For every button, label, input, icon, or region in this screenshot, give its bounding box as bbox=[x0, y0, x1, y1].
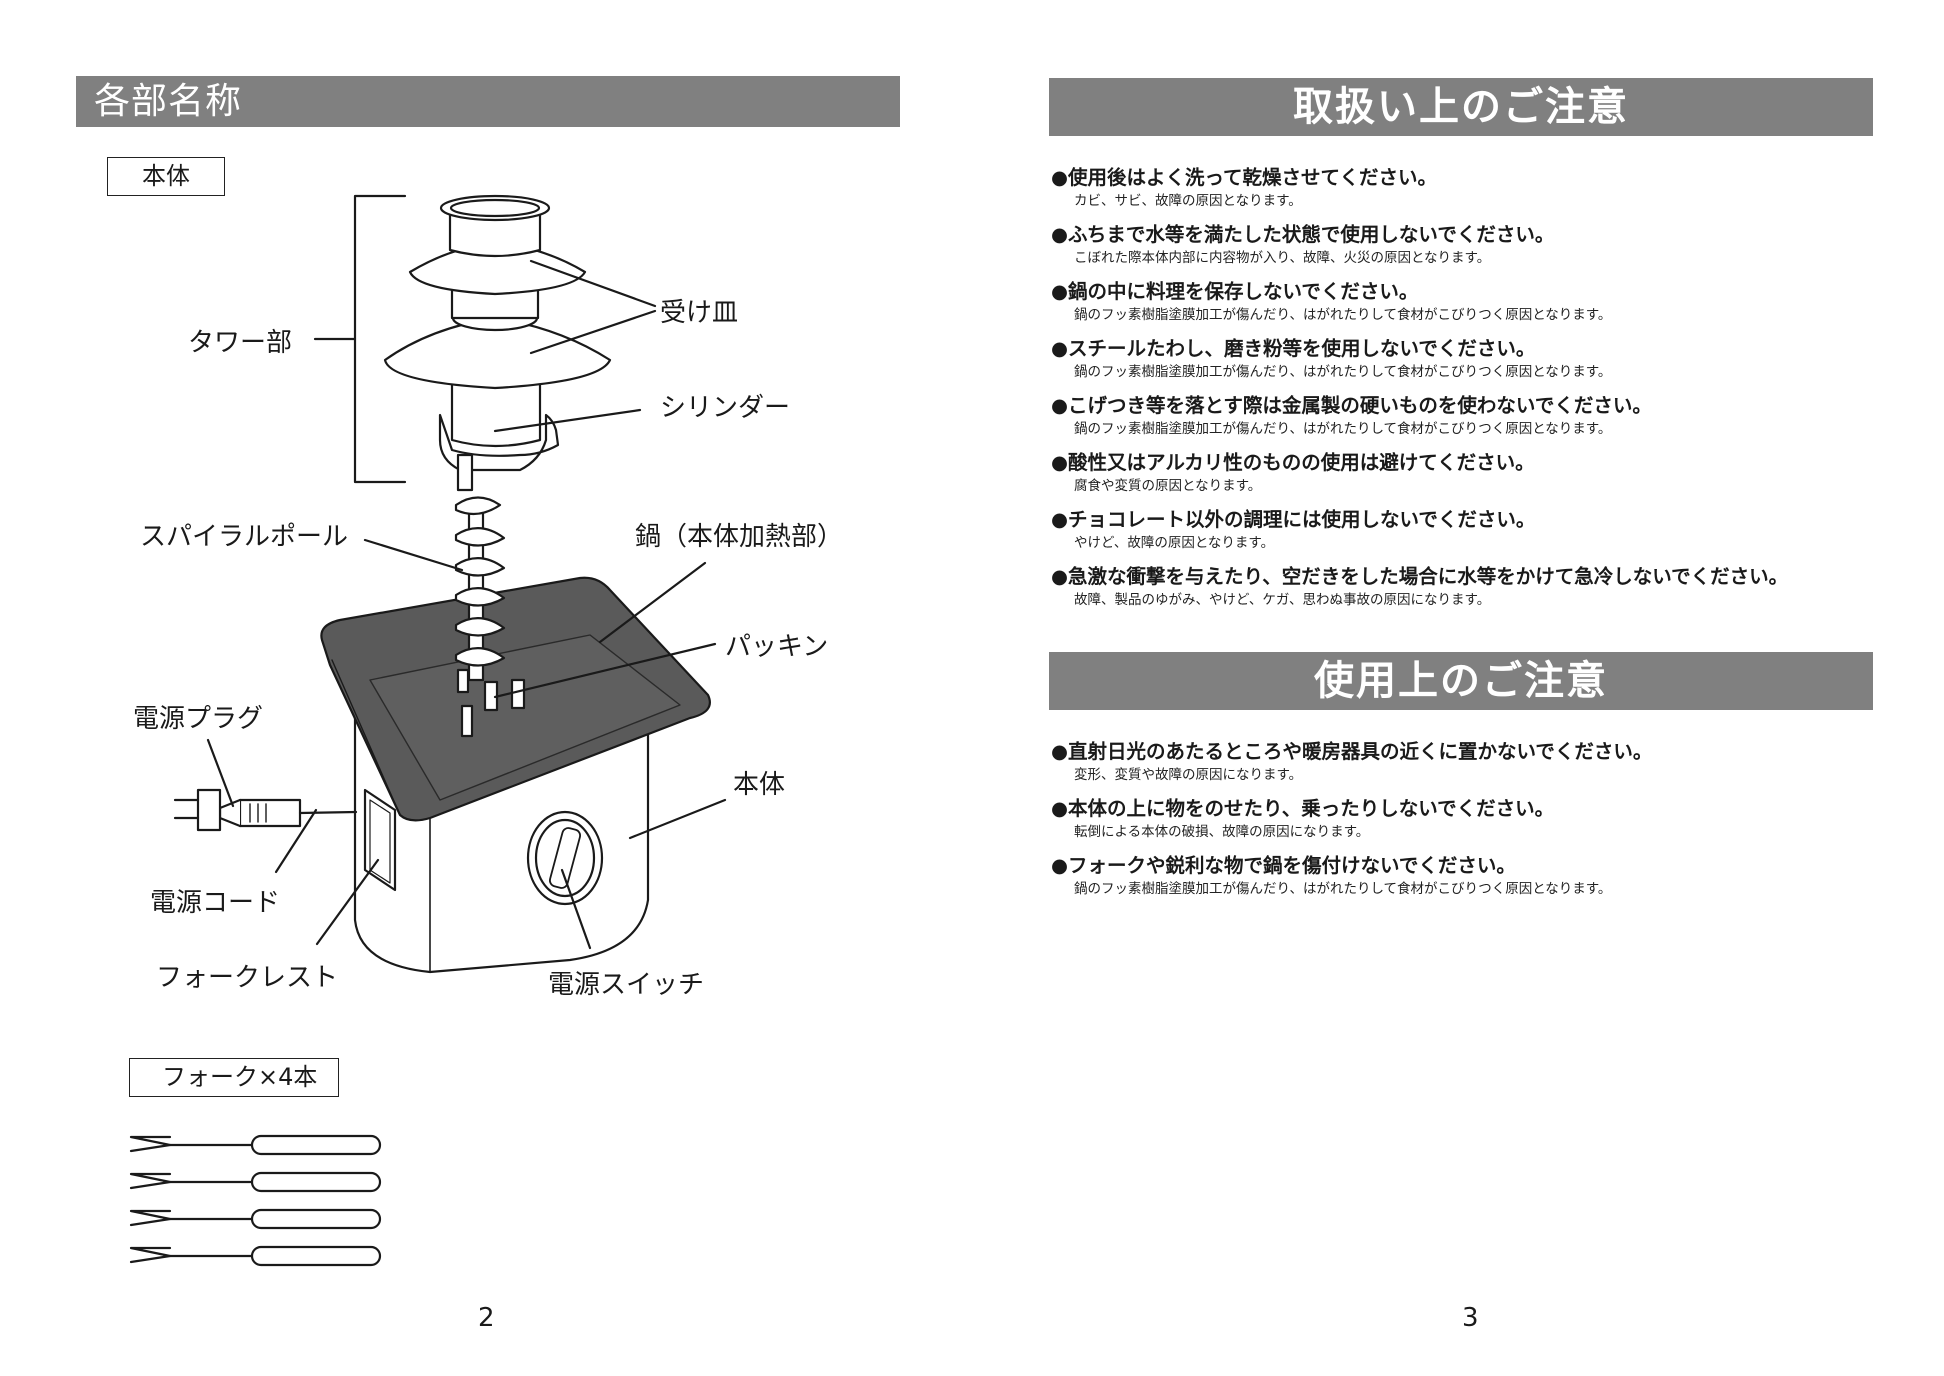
body-box-label: 本体 bbox=[107, 157, 225, 196]
note-sub: 鍋のフッ素樹脂塗膜加工が傷んだり、はがれたりして食材がこびりつく原因となります。 bbox=[1074, 881, 1612, 897]
fork-box-label: フォーク×4本 bbox=[129, 1058, 339, 1097]
note-item: ●ふちまで水等を満たした状態で使用しないでください。 こぼれた際本体内部に内容物… bbox=[1051, 221, 1788, 268]
handling-notes-list: ●使用後はよく洗って乾燥させてください。 カビ、サビ、故障の原因となります。 ●… bbox=[1051, 164, 1788, 620]
label-power-plug: 電源プラグ bbox=[133, 704, 264, 734]
parts-names-header: 各部名称 bbox=[76, 76, 900, 127]
note-item: ●チョコレート以外の調理には使用しないでください。 やけど、故障の原因となります… bbox=[1051, 506, 1788, 553]
label-body: 本体 bbox=[733, 770, 786, 800]
power-plug bbox=[173, 788, 302, 832]
pot-inner bbox=[369, 634, 681, 801]
note-item: ●こげつき等を落とす際は金属製の硬いものを使わないでください。 鍋のフッ素樹脂塗… bbox=[1051, 392, 1788, 439]
label-tower: タワー部 bbox=[188, 328, 293, 358]
label-pot: 鍋（本体加熱部） bbox=[635, 522, 844, 552]
note-sub: 変形、変質や故障の原因になります。 bbox=[1074, 767, 1303, 783]
note-sub: こぼれた際本体内部に内容物が入り、故障、火災の原因となります。 bbox=[1074, 250, 1491, 266]
note-main: ●ふちまで水等を満たした状態で使用しないでください。 bbox=[1051, 223, 1555, 246]
note-item: ●使用後はよく洗って乾燥させてください。 カビ、サビ、故障の原因となります。 bbox=[1051, 164, 1788, 211]
label-power-cord: 電源コード bbox=[150, 888, 281, 918]
usage-notes-list: ●直射日光のあたるところや暖房器具の近くに置かないでください。 変形、変質や故障… bbox=[1051, 738, 1652, 909]
note-main: ●酸性又はアルカリ性のものの使用は避けてください。 bbox=[1051, 451, 1535, 474]
note-sub: 腐食や変質の原因となります。 bbox=[1074, 478, 1262, 494]
right-page: 取扱い上のご注意 ●使用後はよく洗って乾燥させてください。 カビ、サビ、故障の原… bbox=[972, 0, 1944, 1376]
note-main: ●チョコレート以外の調理には使用しないでください。 bbox=[1051, 508, 1536, 531]
note-sub: 転倒による本体の破損、故障の原因になります。 bbox=[1074, 824, 1370, 840]
note-sub: 鍋のフッ素樹脂塗膜加工が傷んだり、はがれたりして食材がこびりつく原因となります。 bbox=[1074, 421, 1612, 437]
fork-4 bbox=[129, 1245, 382, 1267]
note-main: ●スチールたわし、磨き粉等を使用しないでください。 bbox=[1051, 337, 1536, 360]
note-sub: 故障、製品のゆがみ、やけど、ケガ、思わぬ事故の原因になります。 bbox=[1074, 592, 1491, 608]
note-item: ●急激な衝撃を与えたり、空だきをした場合に水等をかけて急冷しないでください。 故… bbox=[1051, 563, 1788, 610]
label-cylinder: シリンダー bbox=[660, 393, 791, 423]
fountain-diagram bbox=[129, 194, 727, 1267]
handling-cautions-header: 取扱い上のご注意 bbox=[1049, 78, 1873, 136]
label-power-switch: 電源スイッチ bbox=[548, 970, 705, 1000]
fork-1 bbox=[129, 1134, 382, 1156]
fork-2 bbox=[129, 1171, 382, 1193]
note-main: ●直射日光のあたるところや暖房器具の近くに置かないでください。 bbox=[1051, 740, 1653, 763]
note-main: ●鍋の中に料理を保存しないでください。 bbox=[1051, 280, 1419, 303]
note-item: ●本体の上に物をのせたり、乗ったりしないでください。 転倒による本体の破損、故障… bbox=[1051, 795, 1652, 842]
note-main: ●フォークや鋭利な物で鍋を傷付けないでください。 bbox=[1051, 854, 1516, 877]
note-item: ●スチールたわし、磨き粉等を使用しないでください。 鍋のフッ素樹脂塗膜加工が傷ん… bbox=[1051, 335, 1788, 382]
note-main: ●こげつき等を落とす際は金属製の硬いものを使わないでください。 bbox=[1051, 394, 1652, 417]
note-item: ●鍋の中に料理を保存しないでください。 鍋のフッ素樹脂塗膜加工が傷んだり、はがれ… bbox=[1051, 278, 1788, 325]
forks bbox=[129, 1134, 382, 1267]
note-item: ●フォークや鋭利な物で鍋を傷付けないでください。 鍋のフッ素樹脂塗膜加工が傷んだ… bbox=[1051, 852, 1652, 899]
label-fork-rest: フォークレスト bbox=[156, 963, 339, 993]
note-sub: やけど、故障の原因となります。 bbox=[1074, 535, 1275, 551]
spiral-pole bbox=[454, 496, 506, 682]
label-tray: 受け皿 bbox=[660, 298, 739, 328]
page-number-right: 3 bbox=[1462, 1303, 1479, 1333]
note-sub: 鍋のフッ素樹脂塗膜加工が傷んだり、はがれたりして食材がこびりつく原因となります。 bbox=[1074, 307, 1612, 323]
page-number-left: 2 bbox=[478, 1303, 495, 1333]
note-item: ●酸性又はアルカリ性のものの使用は避けてください。 腐食や変質の原因となります。 bbox=[1051, 449, 1788, 496]
note-sub: カビ、サビ、故障の原因となります。 bbox=[1074, 193, 1302, 209]
label-packing: パッキン bbox=[725, 632, 829, 662]
note-main: ●急激な衝撃を与えたり、空だきをした場合に水等をかけて急冷しないでください。 bbox=[1051, 565, 1789, 588]
note-sub: 鍋のフッ素樹脂塗膜加工が傷んだり、はがれたりして食材がこびりつく原因となります。 bbox=[1074, 364, 1612, 380]
usage-cautions-header: 使用上のご注意 bbox=[1049, 652, 1873, 710]
label-spiral-pole: スパイラルポール bbox=[140, 522, 349, 552]
note-main: ●使用後はよく洗って乾燥させてください。 bbox=[1051, 166, 1437, 189]
left-page: 各部名称 本体 bbox=[76, 76, 900, 1333]
tower-bracket bbox=[353, 194, 407, 484]
fork-3 bbox=[129, 1208, 382, 1230]
power-cord bbox=[298, 810, 358, 815]
note-main: ●本体の上に物をのせたり、乗ったりしないでください。 bbox=[1051, 797, 1555, 820]
note-item: ●直射日光のあたるところや暖房器具の近くに置かないでください。 変形、変質や故障… bbox=[1051, 738, 1652, 785]
